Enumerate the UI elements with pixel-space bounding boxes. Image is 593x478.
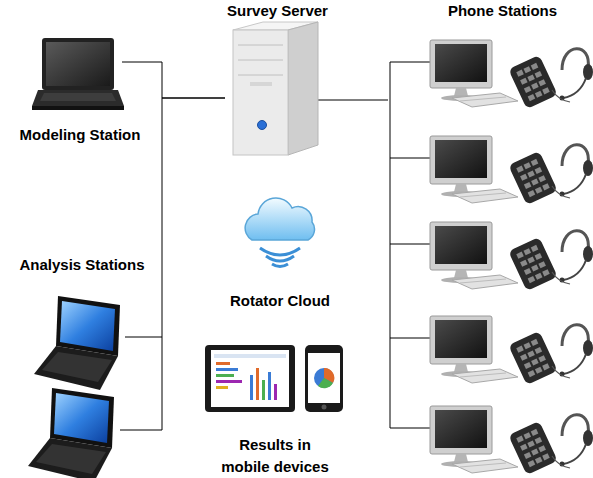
tablet-icon	[214, 354, 286, 358]
network-wire	[390, 62, 430, 63]
tablet-icon	[256, 368, 259, 400]
laptop-icon	[56, 296, 120, 356]
server-tower	[238, 60, 283, 61]
network-link	[330, 100, 388, 101]
laptop-icon	[60, 301, 115, 351]
station-group: Phone Stations	[388, 0, 593, 478]
node-label: Modeling Station	[20, 124, 141, 146]
cloud-node: Rotator Cloud	[215, 190, 345, 312]
server-tower	[233, 22, 318, 155]
cloud-icon	[272, 264, 288, 267]
node-label: Rotator Cloud	[230, 290, 330, 312]
phone-icon	[305, 345, 343, 412]
tablet-icon	[250, 375, 253, 400]
node-label: Analysis Stations	[19, 254, 144, 276]
server-tower	[233, 30, 288, 155]
cloud-icon	[266, 256, 294, 261]
laptop-icon	[50, 388, 114, 448]
tablet-icon	[216, 386, 228, 389]
network-wire	[318, 100, 330, 101]
node-label: Phone Stations	[448, 0, 557, 22]
network-wire	[390, 158, 430, 159]
laptop-icon	[54, 393, 109, 443]
cloud-icon	[245, 198, 314, 266]
phone-station	[430, 316, 593, 385]
phone-icon	[318, 378, 333, 388]
phone-icon	[308, 353, 340, 403]
laptop-icon	[42, 352, 112, 382]
network-wire	[162, 337, 163, 430]
server-tower	[250, 82, 272, 86]
phone-station	[430, 40, 593, 475]
laptop-icon	[34, 346, 118, 390]
laptop-icon	[42, 38, 114, 90]
laptop-icon	[28, 438, 112, 478]
network-wire	[390, 338, 430, 339]
tablet-icon	[205, 345, 295, 412]
laptop-icon	[40, 93, 116, 101]
tablet-icon	[205, 345, 295, 412]
server-tower	[238, 45, 283, 46]
phone-station	[430, 406, 593, 475]
tablet-icon	[216, 374, 234, 377]
phone-station	[430, 40, 593, 109]
network-wire	[122, 62, 148, 63]
laptop-icon	[34, 296, 120, 390]
node-label: Results in mobile devices	[216, 434, 334, 478]
tablet-icon	[216, 368, 238, 371]
cloud-icon	[245, 198, 314, 240]
network-wire	[390, 244, 430, 245]
laptop-icon	[46, 42, 110, 86]
server-tower	[238, 75, 283, 76]
phone-icon	[314, 368, 334, 388]
server-tower	[288, 22, 318, 155]
phone-station	[430, 136, 593, 205]
tablet-icon	[262, 380, 265, 400]
station-node: Modeling Station	[12, 30, 148, 146]
tablet-icon	[268, 372, 271, 400]
tablet-icon	[274, 384, 277, 400]
phone-icon	[305, 345, 343, 412]
laptop-icon	[32, 106, 124, 110]
server-tower	[258, 121, 267, 130]
cloud-icon	[260, 248, 300, 255]
devices-node: Results in mobile devices	[195, 340, 355, 478]
tablet-icon	[211, 350, 289, 407]
laptop-icon	[36, 444, 106, 474]
network-wire	[125, 337, 152, 338]
network-link	[148, 62, 225, 98]
laptop-icon	[28, 388, 114, 478]
phone-station	[430, 222, 593, 291]
phone-icon	[322, 405, 327, 410]
node-label: Survey Server	[227, 0, 328, 22]
laptop-icon	[32, 38, 124, 110]
station-group: Analysis Stations	[12, 254, 152, 478]
tablet-icon	[216, 362, 230, 365]
laptop-icon	[32, 90, 124, 106]
network-wire	[390, 428, 430, 429]
network-wire	[120, 430, 162, 431]
network-link	[152, 98, 225, 337]
network-wire	[390, 62, 391, 428]
tablet-icon	[216, 380, 242, 383]
server-node: Survey Server	[225, 0, 330, 158]
